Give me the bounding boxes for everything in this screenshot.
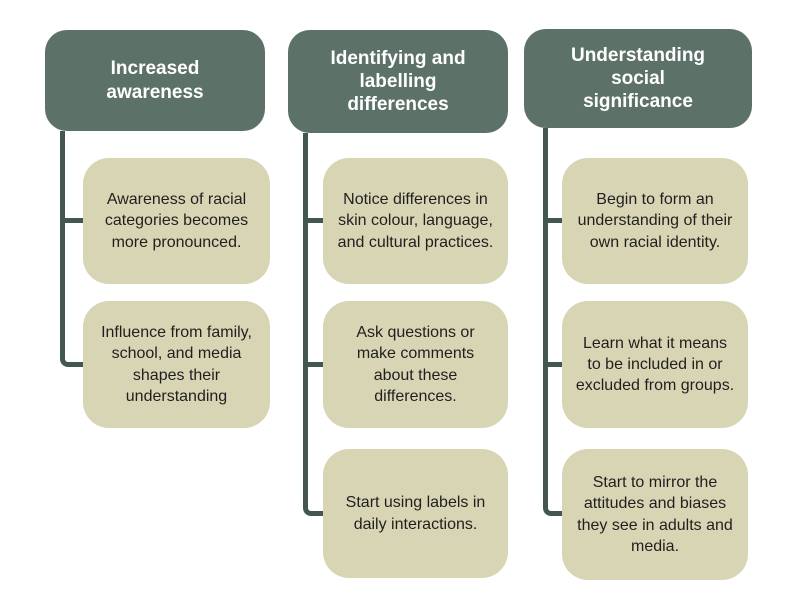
diagram-box-text: Start to mirror the attitudes and biases… (577, 473, 733, 555)
diagram-box: Influence from family, school, and media… (83, 301, 270, 428)
connector-stub-line (305, 362, 323, 367)
connector-stub-line (62, 218, 83, 223)
diagram-box-text: Learn what it means to be included in or… (575, 334, 735, 395)
connector-stub-line (545, 362, 562, 367)
diagram-box: Awareness of racial categories becomes m… (83, 158, 270, 284)
diagram-box-text: Begin to form an understanding of their … (577, 191, 733, 251)
diagram-box-text: Influence from family, school, and media… (101, 323, 252, 405)
column-header-label: Identifying and labelling differences (330, 47, 466, 116)
diagram-box-text: Start using labels in daily interactions… (345, 494, 486, 533)
column-header: Identifying and labelling differences (288, 30, 508, 133)
diagram-box-text: Notice differences in skin colour, langu… (337, 191, 494, 251)
diagram-box: Learn what it means to be included in or… (562, 301, 748, 428)
diagram-box-text: Ask questions or make comments about the… (356, 323, 475, 405)
column-header: Understanding social significance (524, 29, 752, 128)
diagram-box: Ask questions or make comments about the… (323, 301, 508, 428)
diagram-box-text: Awareness of racial categories becomes m… (104, 191, 249, 251)
diagram-box: Begin to form an understanding of their … (562, 158, 748, 284)
diagram-box: Start to mirror the attitudes and biases… (562, 449, 748, 580)
connector-elbow-line (60, 131, 83, 367)
diagram-box: Start using labels in daily interactions… (323, 449, 508, 578)
connector-elbow-line (543, 128, 562, 516)
column-header: Increased awareness (45, 30, 265, 131)
connector-elbow-line (303, 133, 323, 516)
column-header-label: Increased awareness (106, 58, 204, 103)
column-header-label: Understanding social significance (570, 44, 706, 113)
connector-stub-line (305, 218, 323, 223)
connector-stub-line (545, 218, 562, 223)
diagram-box: Notice differences in skin colour, langu… (323, 158, 508, 284)
